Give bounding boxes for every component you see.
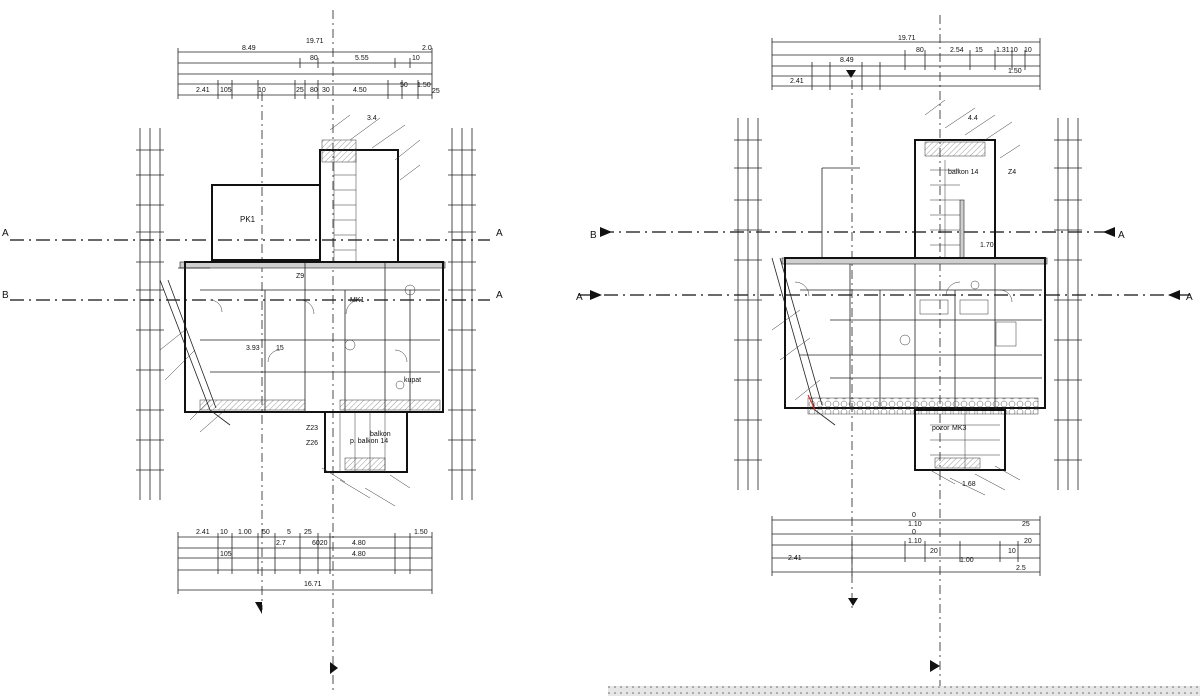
right-section-arrow-b-right	[1168, 290, 1180, 300]
left-dim-j: 80	[310, 87, 318, 94]
right-bdim-d: 0	[912, 529, 916, 536]
left-section-arrow-axis	[330, 662, 338, 674]
left-room-z9: Z9	[296, 273, 304, 280]
left-bdim-j: 4.80	[352, 540, 366, 547]
right-section-arrow-bottom	[848, 598, 858, 606]
right-room-pozor: pozor	[932, 425, 950, 432]
right-bottom-dimensions: 0 1.10 25 0 1.10 20 20 1.00 10 2.41 2.5	[771, 512, 1041, 576]
right-dim-c: 2.54	[950, 47, 964, 54]
right-dim-total: 19.71	[898, 35, 916, 42]
left-section-mark-up: A	[496, 228, 503, 239]
left-section-arrow-bottom	[255, 602, 262, 614]
left-bdim-h: 2.7	[276, 540, 286, 547]
right-section-mark-a: B	[590, 230, 597, 241]
left-dim-l: 4.50	[353, 87, 367, 94]
right-bdim-f: 20	[1024, 538, 1032, 545]
left-dim-c: 80	[310, 55, 318, 62]
right-room-balkon: balkon 14	[948, 169, 978, 176]
right-dim-a: 8.49	[840, 57, 854, 64]
right-dim-g: 10	[1024, 47, 1032, 54]
left-bdim-f: 25	[304, 529, 312, 536]
left-dim-g: 105	[220, 87, 232, 94]
left-dim-o: 25	[432, 88, 440, 95]
right-bdim-k: 2.5	[1016, 565, 1026, 572]
left-room-z23: Z23	[306, 425, 318, 432]
left-room-kup: kupat	[404, 377, 421, 384]
right-side-dimensions	[734, 118, 1082, 490]
right-bdim-i: 10	[1008, 548, 1016, 555]
left-room-balkon-p: p. balkon 14	[350, 438, 388, 445]
left-bdim-a: 2.41	[196, 529, 210, 536]
left-bdim-g: 1.50	[414, 529, 428, 536]
right-dim-inner-1: 1.68	[962, 481, 976, 488]
left-room-pk: PK1	[240, 215, 256, 224]
left-top-dimensions: 19.71 8.49 2.0 80 5.55 10 2.41 105 10 25…	[177, 38, 440, 99]
left-bdim-c: 1.00	[238, 529, 252, 536]
left-dim-k: 30	[322, 87, 330, 94]
left-dim-b: 2.0	[422, 45, 432, 52]
left-dim-d: 5.55	[355, 55, 369, 62]
left-bdim-l: 4.80	[352, 551, 366, 558]
right-building: balkon 14	[771, 99, 1048, 496]
right-dim-e: 1.31	[996, 47, 1010, 54]
right-section-mark-c: A	[1118, 230, 1125, 241]
right-bdim-g: 20	[930, 548, 938, 555]
right-room-z: Z4	[1008, 169, 1016, 176]
left-floor-plan: A B A A 19.71 8.49 2.0 80	[2, 10, 503, 690]
right-dim-i: 1.50	[1008, 68, 1022, 75]
right-bdim-e: 1.10	[908, 538, 922, 545]
right-dim-f: 10	[1010, 47, 1018, 54]
right-section-mark-b: A	[576, 292, 583, 303]
left-dim-inner-3: 3.4	[367, 115, 377, 122]
right-section-mark-d: A	[1186, 292, 1193, 303]
left-dim-m: 50	[400, 82, 408, 89]
left-dim-a: 8.49	[242, 45, 256, 52]
left-section-mark-b: B	[2, 290, 9, 301]
right-section-arrow-a-left	[600, 227, 612, 237]
right-top-dimensions: 19.71 8.49 80 2.54 15 1.31 10 10 2.41 1.…	[771, 35, 1041, 90]
right-section-arrow-axis	[930, 660, 940, 672]
right-section-arrow-b-left	[590, 290, 602, 300]
left-bdim-d: 50	[262, 529, 270, 536]
right-bdim-j: 2.41	[788, 555, 802, 562]
right-bdim-c: 25	[1022, 521, 1030, 528]
left-room-z26: Z26	[306, 440, 318, 447]
left-dim-inner-1: 3.93	[246, 345, 260, 352]
left-bdim-e: 5	[287, 529, 291, 536]
right-bdim-h: 1.00	[960, 557, 974, 564]
left-building: PK1	[159, 114, 446, 507]
left-section-mark-down: A	[496, 290, 503, 301]
right-section-arrow-a-right	[1103, 227, 1115, 237]
right-top-marker	[846, 70, 856, 78]
right-room-mk: MK3	[952, 425, 967, 432]
right-dim-b: 80	[916, 47, 924, 54]
right-bdim-b: 1.10	[908, 521, 922, 528]
left-bdim-b: 10	[220, 529, 228, 536]
right-dim-inner-3: 4.4	[968, 115, 978, 122]
left-dim-e: 10	[412, 55, 420, 62]
left-room-mk: MK1	[350, 297, 365, 304]
left-dim-total: 19.71	[306, 38, 324, 45]
right-dim-h: 2.41	[790, 78, 804, 85]
left-bdim-k: 105	[220, 551, 232, 558]
left-bdim-i: 6020	[312, 540, 328, 547]
left-bottom-dimensions: 2.41 10 1.00 50 5 25 1.50 2.7 6020 4.80 …	[177, 529, 433, 594]
bottom-scan-strip	[608, 686, 1200, 696]
left-section-mark-a: A	[2, 228, 9, 239]
left-room-balkon: balkon	[370, 431, 391, 438]
left-side-dimensions	[136, 128, 476, 500]
right-dim-d: 15	[975, 47, 983, 54]
left-dim-h: 10	[258, 87, 266, 94]
left-dim-inner-2: 15	[276, 345, 284, 352]
right-dim-inner-2: 1.70	[980, 242, 994, 249]
right-bdim-a: 0	[912, 512, 916, 519]
left-dim-n: 1.50	[417, 82, 431, 89]
left-dim-f: 2.41	[196, 87, 210, 94]
left-bdim-total: 16.71	[304, 581, 322, 588]
right-floor-plan: B A A A 19.71 8.49 80 2.54 15 1.31	[576, 15, 1200, 696]
left-dim-i: 25	[296, 87, 304, 94]
